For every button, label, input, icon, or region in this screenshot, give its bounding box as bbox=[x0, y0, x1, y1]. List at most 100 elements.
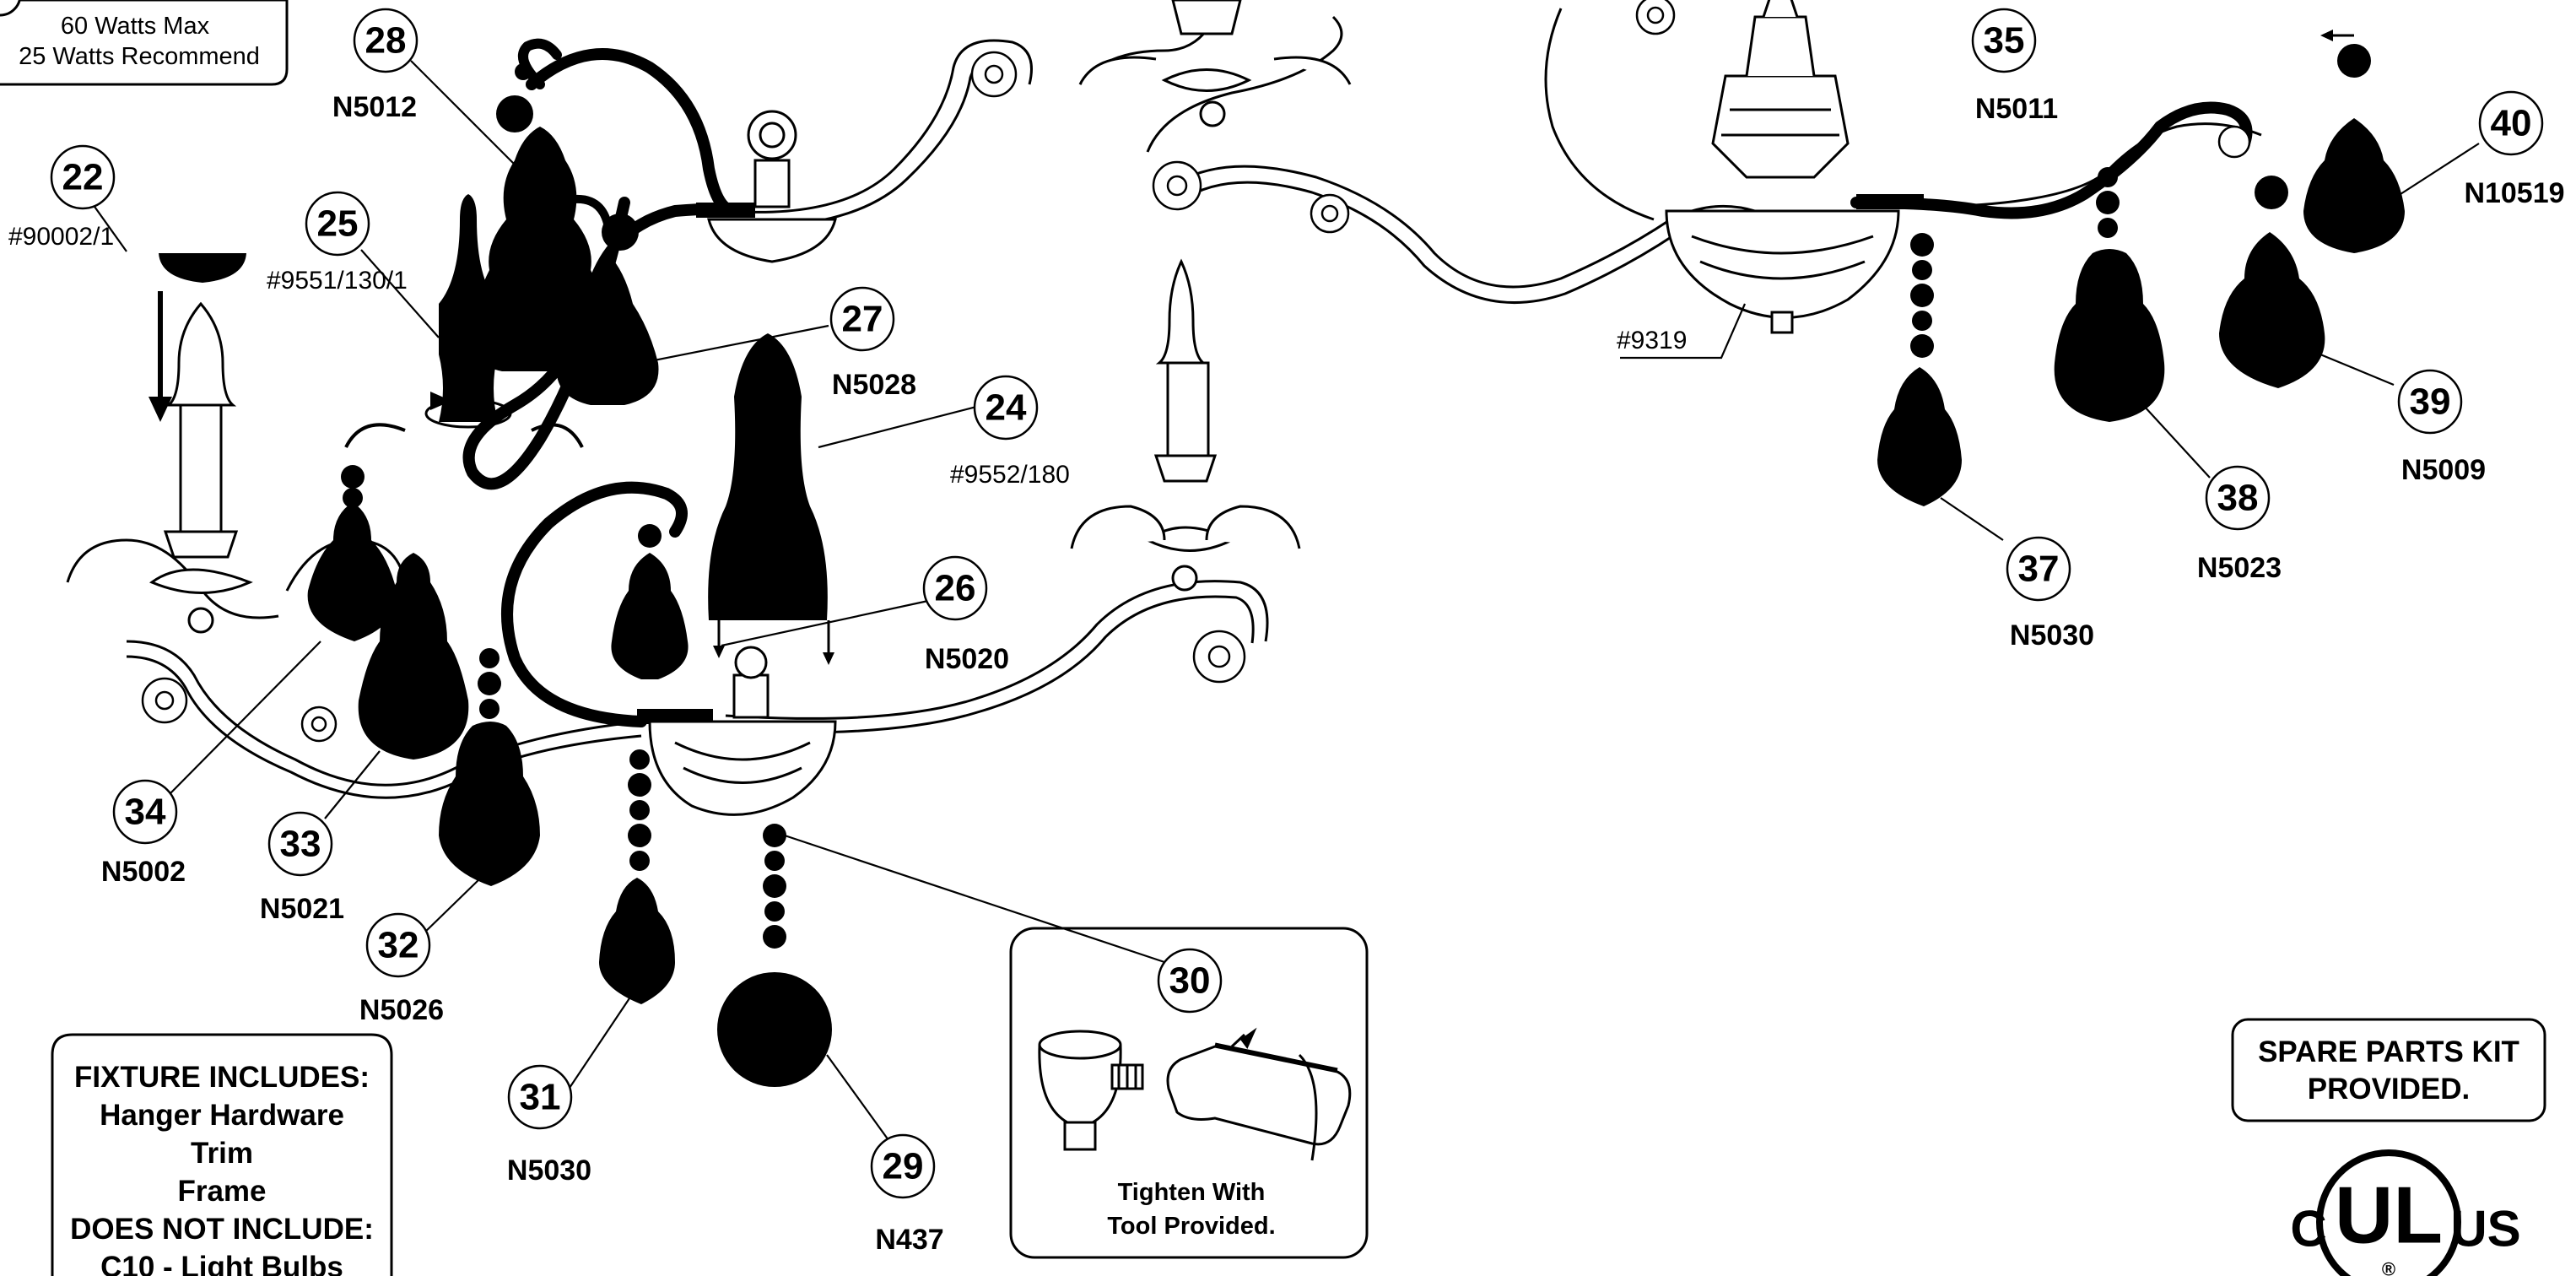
pendant-39 bbox=[2219, 232, 2325, 388]
leader-lines bbox=[84, 60, 2480, 1165]
bowl-code-label: #9319 bbox=[1617, 327, 1687, 354]
callout-31-code: N5030 bbox=[507, 1154, 591, 1187]
ul-logo-center: UL bbox=[2335, 1171, 2443, 1261]
callout-25: 25 #9551/130/1 bbox=[267, 191, 408, 295]
callout-28-number: 28 bbox=[365, 20, 407, 62]
callout-29: 29 N437 bbox=[870, 1133, 944, 1256]
ul-logo-right: US bbox=[2450, 1201, 2520, 1257]
hanger-loop bbox=[707, 110, 837, 263]
fixture-item-frame: Frame bbox=[177, 1175, 266, 1208]
callout-33: 33 N5021 bbox=[260, 811, 344, 925]
callout-28-code: N5012 bbox=[332, 91, 417, 123]
callout-31: 31 N5030 bbox=[507, 1064, 591, 1187]
callout-29-code: N437 bbox=[875, 1224, 943, 1256]
pendant-32 bbox=[439, 722, 540, 886]
callout-32-number: 32 bbox=[378, 925, 419, 966]
candle-cover-24 bbox=[708, 333, 828, 620]
candle-right bbox=[1070, 258, 1301, 592]
pendant-40 bbox=[2303, 118, 2405, 253]
callout-38: 38 N5023 bbox=[2197, 465, 2282, 584]
pendant-26 bbox=[611, 553, 689, 679]
callout-32: 32 N5026 bbox=[359, 912, 444, 1026]
pendant-37 bbox=[1877, 367, 1962, 506]
callout-30: 30 bbox=[1157, 948, 1223, 1014]
callout-27-number: 27 bbox=[842, 299, 883, 340]
callout-38-code: N5023 bbox=[2197, 552, 2282, 584]
fixture-item-trim: Trim bbox=[191, 1137, 253, 1170]
callout-30-number: 30 bbox=[1169, 960, 1211, 1002]
pendant-33 bbox=[358, 553, 469, 760]
callout-25-number: 25 bbox=[317, 203, 359, 245]
bobeche-cup-22 bbox=[159, 253, 246, 283]
callout-40-number: 40 bbox=[2491, 103, 2532, 144]
bowl-top-right bbox=[1665, 0, 1900, 334]
callout-32-code: N5026 bbox=[359, 994, 444, 1026]
callout-31-number: 31 bbox=[520, 1077, 561, 1118]
callout-40-code: N10519 bbox=[2464, 177, 2564, 209]
pendant-27 bbox=[556, 253, 659, 405]
callouts: 22 #90002/1 24 #9552/180 25 #9551/130/1 … bbox=[8, 8, 2565, 1256]
wattage-note: 60 Watts Max 25 Watts Recommend bbox=[0, 0, 289, 86]
wattage-recommend: 25 Watts Recommend bbox=[19, 43, 260, 70]
tool-instruction-line1: Tighten With bbox=[1118, 1179, 1266, 1206]
highlighted-arms bbox=[462, 38, 2253, 727]
callout-37: 37 N5030 bbox=[2006, 536, 2094, 652]
callout-33-code: N5021 bbox=[260, 893, 344, 925]
tool-instruction-line2: Tool Provided. bbox=[1107, 1213, 1275, 1240]
pendant-38 bbox=[2054, 249, 2165, 422]
spare-parts-line1: SPARE PARTS KIT bbox=[2258, 1035, 2519, 1068]
callout-35-code: N5011 bbox=[1975, 93, 2058, 125]
pendant-34 bbox=[307, 502, 397, 641]
wrench-tool-illustration bbox=[1166, 1027, 1352, 1161]
wattage-max: 60 Watts Max bbox=[61, 13, 210, 40]
excluded-item-bulbs: C10 - Light Bulbs bbox=[100, 1251, 343, 1276]
assembly-arrows bbox=[149, 30, 2354, 665]
pendant-31 bbox=[599, 878, 675, 1004]
callout-22-code: #90002/1 bbox=[8, 223, 114, 251]
crystals bbox=[159, 44, 2405, 1087]
rosettes bbox=[141, 0, 2251, 743]
ul-logo-left: C bbox=[2290, 1201, 2326, 1257]
callout-37-number: 37 bbox=[2018, 549, 2060, 590]
callout-26: 26 N5020 bbox=[922, 555, 1009, 675]
callout-35: 35 N5011 bbox=[1971, 8, 2058, 125]
callout-38-number: 38 bbox=[2217, 478, 2259, 519]
fixture-includes-heading: FIXTURE INCLUDES: bbox=[74, 1061, 370, 1094]
fixture-item-hanger: Hanger Hardware bbox=[100, 1099, 344, 1132]
fixture-includes-box: FIXTURE INCLUDES: Hanger Hardware Trim F… bbox=[51, 1033, 393, 1276]
callout-39-number: 39 bbox=[2410, 381, 2451, 423]
callout-28: 28 N5012 bbox=[332, 8, 419, 123]
socket-illustration bbox=[1038, 1030, 1144, 1151]
ul-logo-registered: ® bbox=[2382, 1259, 2395, 1276]
callout-24-code: #9552/180 bbox=[950, 461, 1070, 489]
candle-cover-25 bbox=[439, 194, 498, 422]
callout-33-number: 33 bbox=[280, 824, 321, 865]
callout-37-code: N5030 bbox=[2010, 619, 2094, 652]
does-not-include-heading: DOES NOT INCLUDE: bbox=[70, 1213, 374, 1246]
candle-left bbox=[149, 301, 253, 634]
spare-parts-box: SPARE PARTS KIT PROVIDED. bbox=[2231, 1018, 2546, 1122]
callout-29-number: 29 bbox=[883, 1146, 924, 1187]
callout-22-number: 22 bbox=[62, 157, 104, 198]
callout-39-code: N5009 bbox=[2401, 454, 2486, 486]
callout-34-code: N5002 bbox=[101, 856, 186, 888]
callout-40: 40 N10519 bbox=[2464, 90, 2565, 209]
callout-26-code: N5020 bbox=[925, 643, 1009, 675]
callout-26-number: 26 bbox=[935, 568, 976, 609]
ball-29 bbox=[717, 972, 832, 1087]
callout-35-number: 35 bbox=[1984, 20, 2025, 62]
callout-34-number: 34 bbox=[125, 792, 166, 833]
chain-beads bbox=[341, 44, 2371, 949]
ul-certification-logo: C UL ® US bbox=[2290, 1149, 2521, 1276]
candle-top-left bbox=[1078, 0, 1352, 127]
callout-24: 24 #9552/180 bbox=[950, 375, 1070, 489]
tool-box: Tighten With Tool Provided. bbox=[1009, 927, 1369, 1259]
callout-24-number: 24 bbox=[986, 387, 1027, 429]
callout-27: 27 N5028 bbox=[829, 286, 916, 401]
bowl-center bbox=[648, 646, 837, 816]
pendant-28 bbox=[467, 127, 613, 371]
callout-25-code: #9551/130/1 bbox=[267, 267, 408, 295]
spare-parts-line2: PROVIDED. bbox=[2308, 1073, 2471, 1106]
callout-34: 34 N5002 bbox=[101, 779, 186, 888]
